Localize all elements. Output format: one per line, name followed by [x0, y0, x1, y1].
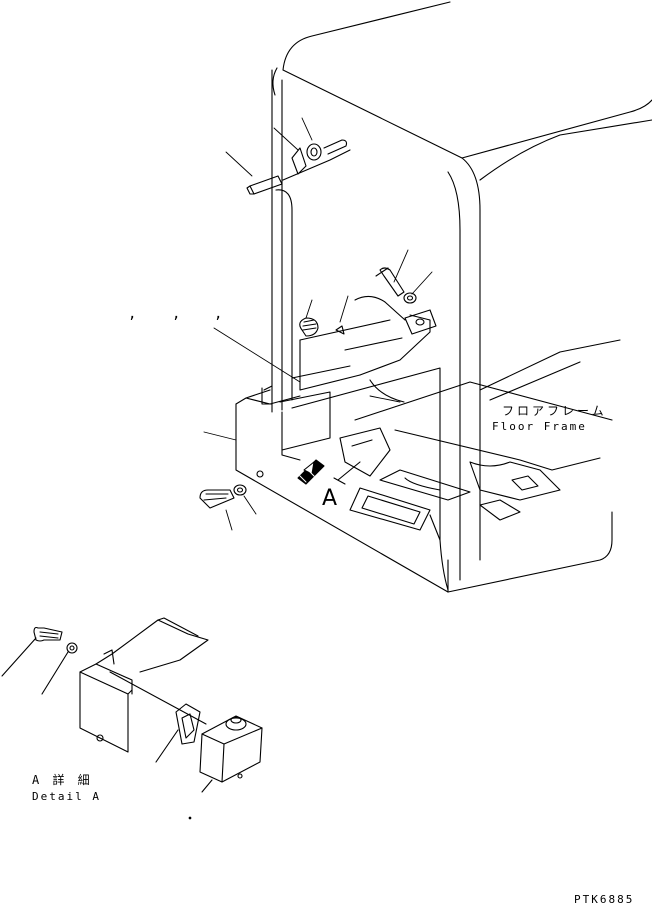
detail-a-title-en: Detail A — [32, 790, 101, 803]
duct-cover — [256, 295, 437, 478]
detail-a-title-jp: A 詳 細 — [32, 773, 93, 787]
drawing-code: PTK6885 — [574, 893, 635, 906]
upper-parts — [246, 139, 417, 337]
floor-frame — [333, 339, 621, 541]
detail-a-drawing — [1, 617, 263, 820]
leader-lines — [203, 117, 433, 531]
floor-frame-label-en: Floor Frame — [492, 420, 587, 433]
index-comma-2: , — [172, 306, 181, 322]
view-a-letter: A — [322, 486, 338, 511]
lower-parts — [199, 484, 247, 509]
cab-body — [235, 1, 652, 593]
index-comma-1: , — [128, 306, 137, 322]
floor-frame-label-jp: フロアフレーム — [502, 404, 607, 418]
view-arrow — [297, 459, 325, 485]
index-comma-3: , — [214, 306, 223, 322]
